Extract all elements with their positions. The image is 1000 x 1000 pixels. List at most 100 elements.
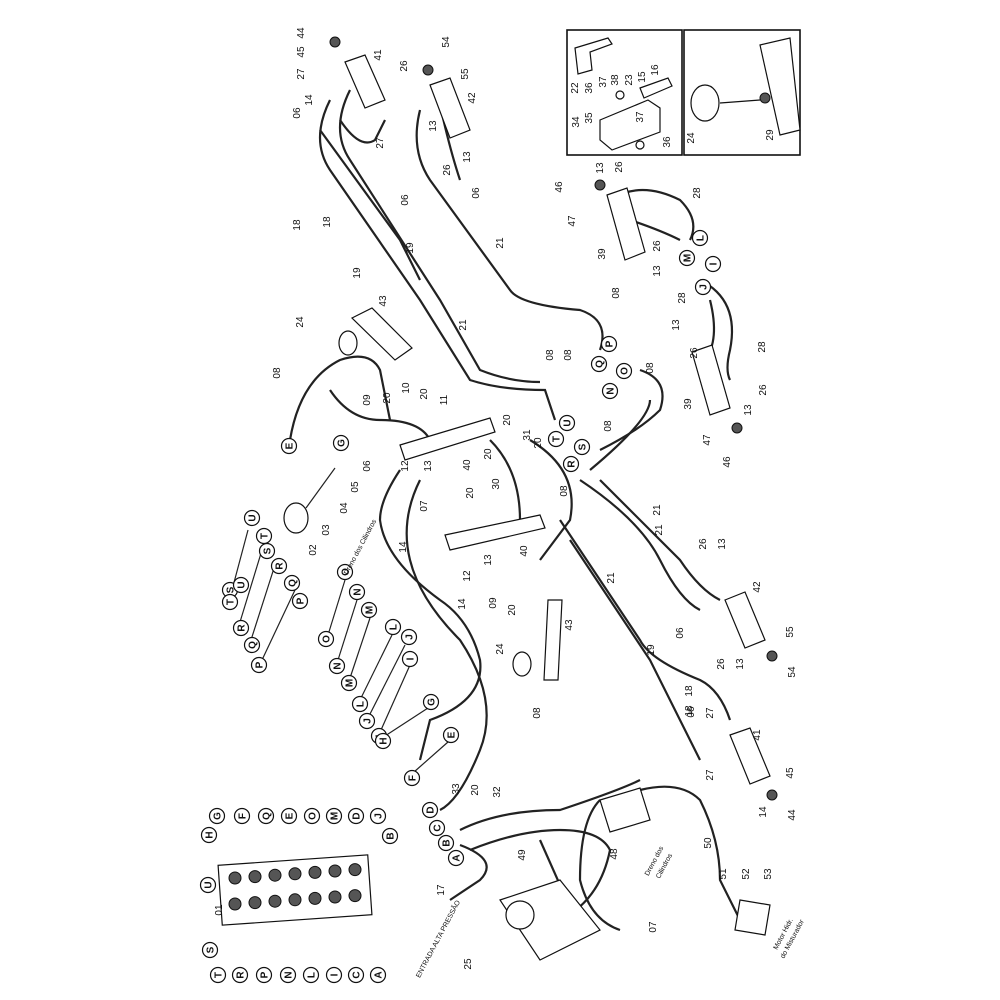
- part-label: 16: [650, 64, 661, 76]
- connection-letter: U: [237, 581, 248, 588]
- part-label: 43: [564, 619, 575, 631]
- part-label: 08: [603, 420, 614, 432]
- part-label: 53: [763, 868, 774, 880]
- connection-marker: U: [232, 576, 250, 594]
- part-label: 39: [597, 248, 608, 260]
- part-label: 54: [441, 36, 452, 48]
- part-label: 04: [339, 502, 350, 514]
- connection-marker: T: [209, 966, 227, 984]
- connection-marker: N: [348, 583, 366, 601]
- part-label: 26: [689, 347, 700, 359]
- part-label: 13: [462, 151, 473, 163]
- connection-letter: G: [337, 439, 348, 447]
- connection-letter: O: [620, 367, 631, 375]
- connection-marker: F: [233, 807, 251, 825]
- connection-letter: L: [307, 972, 318, 978]
- pump-unit: [499, 787, 771, 961]
- part-label: 19: [405, 242, 416, 254]
- part-label: 41: [752, 729, 763, 741]
- connection-marker: I: [401, 650, 419, 668]
- connection-marker: N: [279, 966, 297, 984]
- part-label: 37: [635, 111, 646, 123]
- part-label: 20: [419, 388, 430, 400]
- part-label: 13: [717, 538, 728, 550]
- part-label: 05: [350, 481, 361, 493]
- connection-letter: O: [322, 635, 333, 643]
- part-label: 14: [457, 598, 468, 610]
- connection-letter: J: [374, 813, 385, 819]
- connection-marker: U: [243, 509, 261, 527]
- part-label: 21: [654, 524, 665, 536]
- connection-letter: R: [275, 562, 286, 570]
- connection-marker: J: [400, 628, 418, 646]
- connection-letter: L: [696, 235, 707, 241]
- cylinder-39-top: [594, 179, 646, 261]
- diagram-note: ENTRADA ALTA PRESSÃO: [414, 898, 463, 979]
- connection-marker: T: [255, 527, 273, 545]
- part-label: 14: [304, 94, 315, 106]
- valve-port: [328, 890, 342, 904]
- valve-port: [248, 896, 262, 910]
- connection-marker: I: [704, 255, 722, 273]
- part-label: 18: [322, 216, 333, 228]
- part-label: 09: [488, 597, 499, 609]
- part-label: 42: [752, 581, 763, 593]
- part-label: 20: [382, 392, 393, 404]
- part-label: 21: [495, 237, 506, 249]
- cylinder-42-top: [422, 64, 471, 139]
- accumulator-02: [283, 467, 336, 534]
- connection-letter: P: [296, 597, 307, 604]
- part-label: 48: [609, 848, 620, 860]
- connection-letter: E: [447, 731, 458, 738]
- part-label: 13: [743, 404, 754, 416]
- part-label: 08: [611, 287, 622, 299]
- part-label: 26: [758, 384, 769, 396]
- part-label: 28: [692, 187, 703, 199]
- connection-marker: E: [280, 807, 298, 825]
- connection-marker: O: [336, 563, 354, 581]
- inset-bracket-parts: [574, 37, 673, 151]
- part-label: 45: [296, 46, 307, 58]
- connection-marker: J: [369, 807, 387, 825]
- part-label: 23: [624, 74, 635, 86]
- part-label: 03: [321, 524, 332, 536]
- part-label: 47: [567, 215, 578, 227]
- connection-marker: M: [360, 601, 378, 619]
- connection-marker: G: [208, 807, 226, 825]
- part-label: 30: [491, 478, 502, 490]
- connection-letter: U: [204, 881, 215, 888]
- connection-letter: Q: [262, 812, 273, 820]
- connection-letter: R: [237, 624, 248, 632]
- connection-marker: A: [369, 966, 387, 984]
- part-label: 26: [614, 161, 625, 173]
- part-label: 31: [522, 429, 533, 441]
- part-label: 55: [785, 626, 796, 638]
- valve-port: [268, 868, 282, 882]
- part-label: 08: [559, 485, 570, 497]
- connection-marker: A: [447, 849, 465, 867]
- valve-port: [348, 889, 362, 903]
- part-label: 25: [463, 958, 474, 970]
- part-label: 26: [399, 60, 410, 72]
- connection-letter: J: [405, 634, 416, 640]
- connection-letter: A: [452, 854, 463, 861]
- connection-letter: H: [205, 831, 216, 838]
- connection-marker: N: [328, 657, 346, 675]
- part-label: 07: [648, 921, 659, 933]
- connection-letter: B: [442, 839, 453, 846]
- connection-letter: M: [365, 606, 376, 614]
- part-label: 27: [705, 769, 716, 781]
- connection-marker: U: [558, 414, 576, 432]
- part-label: 40: [462, 459, 473, 471]
- connection-marker: L: [691, 229, 709, 247]
- part-label: 49: [517, 849, 528, 861]
- connection-marker: R: [232, 619, 250, 637]
- part-label: 06: [675, 627, 686, 639]
- connection-marker: O: [303, 807, 321, 825]
- hose-group-center: [378, 368, 732, 811]
- part-label: 38: [610, 74, 621, 86]
- part-label: 26: [652, 240, 663, 252]
- valve-port: [308, 891, 322, 905]
